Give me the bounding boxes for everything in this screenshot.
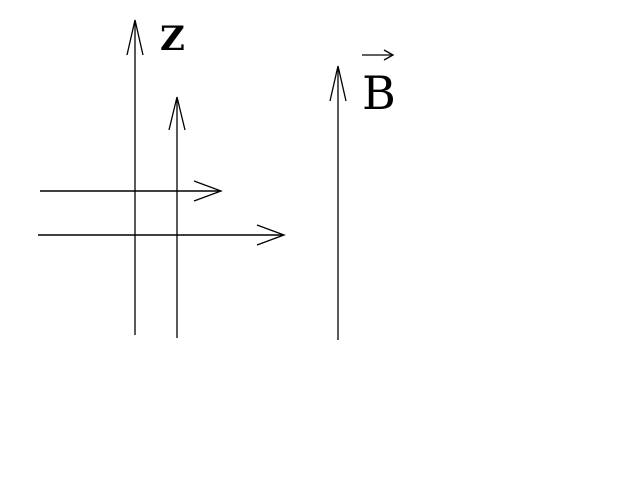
b-field-arrow	[329, 65, 347, 340]
z-axis-arrowhead	[126, 19, 144, 56]
horizontal-arrow-lower-arrowhead	[256, 224, 286, 246]
horizontal-arrow-lower	[38, 224, 286, 246]
vertical-arrow-2	[168, 96, 186, 338]
b-field-arrowhead	[329, 65, 347, 102]
horizontal-arrow-upper	[40, 180, 223, 202]
z-axis-label: Z	[160, 19, 185, 59]
z-axis-arrow	[126, 19, 144, 335]
horizontal-arrow-upper-arrowhead	[193, 180, 223, 202]
vector-arrow-icon	[383, 49, 395, 61]
vertical-arrow-2-arrowhead	[168, 96, 186, 131]
b-field-label: B	[362, 66, 396, 120]
b-field-label-group: B	[362, 49, 396, 120]
